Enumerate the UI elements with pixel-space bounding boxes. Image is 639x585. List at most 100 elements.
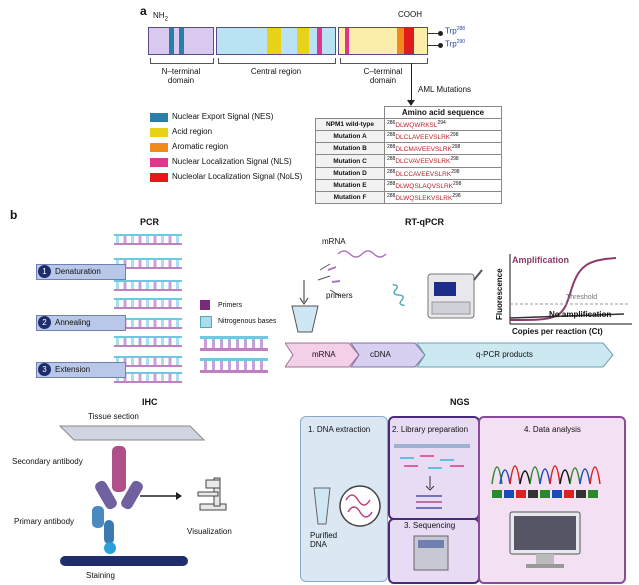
- nucleotide-base: [161, 320, 164, 327]
- pcr-step-number: 2: [38, 316, 51, 329]
- nucleotide-base: [131, 358, 134, 365]
- bases-swatch: [200, 316, 212, 328]
- pcr-step-3: 3 Extension: [36, 362, 126, 378]
- legend-label-4: Nucleolar Localization Signal (NoLS): [172, 172, 303, 181]
- pcr-step-label: Annealing: [55, 318, 91, 327]
- nucleotide-base: [146, 338, 149, 345]
- trp288-line: [427, 33, 441, 34]
- dna-strand: [114, 365, 182, 367]
- fluorescence-label: Fluorescence: [495, 268, 504, 320]
- nucleotide-base: [138, 282, 142, 289]
- dna-strand: [114, 289, 182, 291]
- amplification-graph: [509, 254, 632, 325]
- nucleotide-base: [146, 358, 149, 365]
- aromatic-mark: [397, 28, 404, 54]
- primer-swatch: [200, 300, 210, 310]
- dna-strand: [114, 372, 182, 374]
- legend-label-0: Nuclear Export Signal (NES): [172, 112, 274, 121]
- legend-label-2: Aromatic region: [172, 142, 229, 151]
- arrow-mrna-label: mRNA: [312, 350, 336, 359]
- ngs-step1-label: 1. DNA extraction: [308, 425, 371, 434]
- panel-a-letter: a: [140, 4, 147, 18]
- sequence-cell: 288DLCVAVEEVSLRK298: [384, 154, 502, 168]
- mutation-name: Mutation F: [315, 190, 385, 205]
- trp288-dot: [438, 31, 443, 36]
- nucleotide-base: [138, 358, 142, 365]
- dna-strand: [114, 280, 182, 282]
- trp290-dot: [438, 43, 443, 48]
- legend-swatch-4: [150, 173, 168, 182]
- n-terminal-label: N–terminal domain: [161, 67, 201, 85]
- sequence-cell: 288DLCMAVEEVSLRK298: [384, 142, 502, 156]
- secondary-antibody-label: Secondary antibody: [12, 457, 83, 466]
- amplification-label: Amplification: [512, 255, 570, 265]
- dna-strand: [114, 345, 182, 347]
- no-amplification-label: No amplification: [549, 310, 612, 319]
- staining-label: Staining: [86, 571, 115, 580]
- pcr-step-2: 2 Annealing: [36, 315, 126, 331]
- ngs-step4-label: 4. Data analysis: [524, 425, 581, 434]
- dna-strand: [114, 267, 182, 269]
- nls-mark-c: [345, 28, 349, 54]
- pcr-step-number: 1: [38, 265, 51, 278]
- nucleotide-base: [176, 236, 179, 243]
- dna-strand: [114, 318, 182, 320]
- nucleotide-base: [168, 338, 172, 345]
- mutation-name: Mutation D: [315, 166, 385, 180]
- central-bracket: [218, 58, 336, 64]
- nucleotide-base: [153, 358, 157, 365]
- c-terminal-label: C–terminal domain: [363, 67, 403, 85]
- nucleotide-base: [131, 282, 134, 289]
- dna-strand: [114, 356, 182, 358]
- dna-strand: [114, 234, 182, 236]
- copies-label: Copies per reaction (Ct): [512, 327, 603, 336]
- nucleotide-base: [153, 320, 157, 327]
- legend-swatch-3: [150, 158, 168, 167]
- nucleotide-base: [176, 374, 179, 381]
- pcr-title: PCR: [140, 217, 160, 227]
- acid-mark-1: [267, 28, 281, 54]
- nucleotide-base: [138, 338, 142, 345]
- aml-arrow-head: [407, 100, 415, 106]
- nes-mark-2: [179, 28, 184, 54]
- nls-mark-central: [317, 28, 322, 54]
- qpcr-machine-icon: [427, 269, 483, 319]
- c-terminal-bracket: [340, 58, 428, 64]
- nucleotide-base: [153, 300, 157, 307]
- dna-strand: [114, 258, 182, 260]
- nucleotide-base: [176, 358, 179, 365]
- nucleotide-base: [131, 260, 134, 267]
- rt-process-arrows: [285, 342, 614, 368]
- nucleotide-base: [123, 300, 127, 307]
- nucleotide-base: [168, 374, 172, 381]
- c-terminal-segment: [338, 27, 428, 55]
- trp290-line: [427, 45, 441, 46]
- nucleotide-base: [146, 374, 149, 381]
- nucleotide-base: [161, 300, 164, 307]
- dna-strand: [114, 298, 182, 300]
- nucleotide-base: [168, 282, 172, 289]
- nucleotide-base: [131, 374, 134, 381]
- pcr-dna-strips: [114, 234, 182, 383]
- ngs-illustrations: [313, 444, 601, 571]
- panel-b-letter: b: [10, 208, 18, 222]
- central-segment: [216, 27, 336, 55]
- trp288-label: Trp288: [445, 26, 466, 36]
- nucleotide-base: [131, 236, 134, 243]
- nucleotide-base: [176, 260, 179, 267]
- nucleotide-base: [168, 260, 172, 267]
- central-label: Central region: [250, 67, 302, 76]
- primers-legend-label: Primers: [218, 302, 243, 309]
- nucleotide-base: [153, 260, 157, 267]
- legend-swatch-0: [150, 113, 168, 122]
- mutation-name: Mutation B: [315, 142, 385, 156]
- nucleotide-base: [168, 320, 172, 327]
- nucleotide-base: [176, 320, 179, 327]
- legend-label-1: Acid region: [172, 127, 213, 136]
- pcr-step-number: 3: [38, 363, 51, 376]
- pcr-step-label: Extension: [55, 365, 91, 374]
